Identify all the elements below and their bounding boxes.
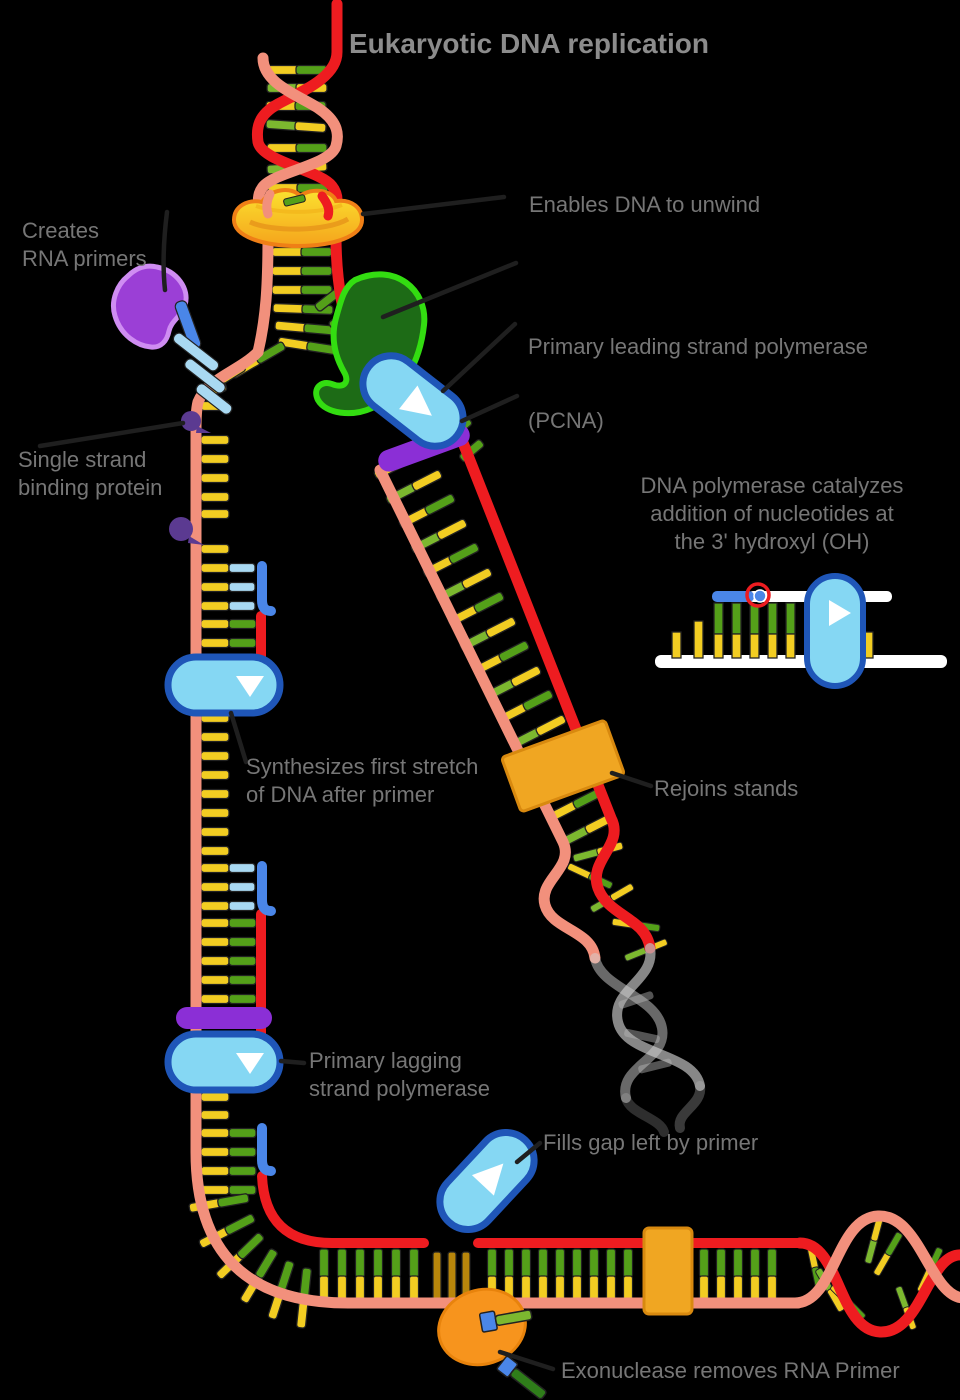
removed-nucleotide-loose: [496, 1355, 547, 1400]
inset-primer-bar: [712, 591, 754, 602]
rna-primer-fragments: [172, 300, 233, 415]
inset-diagram: [655, 573, 947, 689]
exonuclease-icon: [437, 1287, 547, 1400]
hydroxyl-highlight-ring: [745, 582, 771, 608]
top-helix-red-strand: [251, 0, 343, 226]
gap-filling-polymerase-icon: [428, 1121, 545, 1241]
removed-nucleotide-held: [478, 1309, 533, 1333]
lagging-polymerase-icon-1: [168, 657, 280, 713]
ligase-icon-1: [501, 719, 625, 813]
inset-polymerase-icon: [804, 573, 866, 689]
helicase-icon: [231, 188, 365, 249]
rna-primer-cap-1: [257, 561, 276, 616]
pcna-clamp-lagging: [176, 1007, 272, 1029]
top-helix-salmon-strand: [252, 52, 343, 228]
pointer-lines: [37, 194, 654, 1372]
rna-primer-cap-3: [257, 1123, 276, 1176]
ssb-icon-1: [181, 411, 211, 433]
leading-polymerase-icon: [352, 344, 475, 457]
primase-icon: [111, 263, 189, 350]
ssb-icon-2: [169, 517, 204, 545]
ligase-icon-2: [642, 1226, 694, 1316]
faded-helix: [590, 943, 706, 1137]
rna-primer-cap-2: [257, 861, 276, 916]
leading-template-strand: [346, 332, 656, 954]
lagging-polymerase-icon-2: [168, 1034, 280, 1090]
inset-nucleotide-bead: [753, 589, 767, 603]
page-title: Eukaryotic DNA replication: [349, 28, 709, 59]
leading-new-strand: [374, 464, 601, 964]
